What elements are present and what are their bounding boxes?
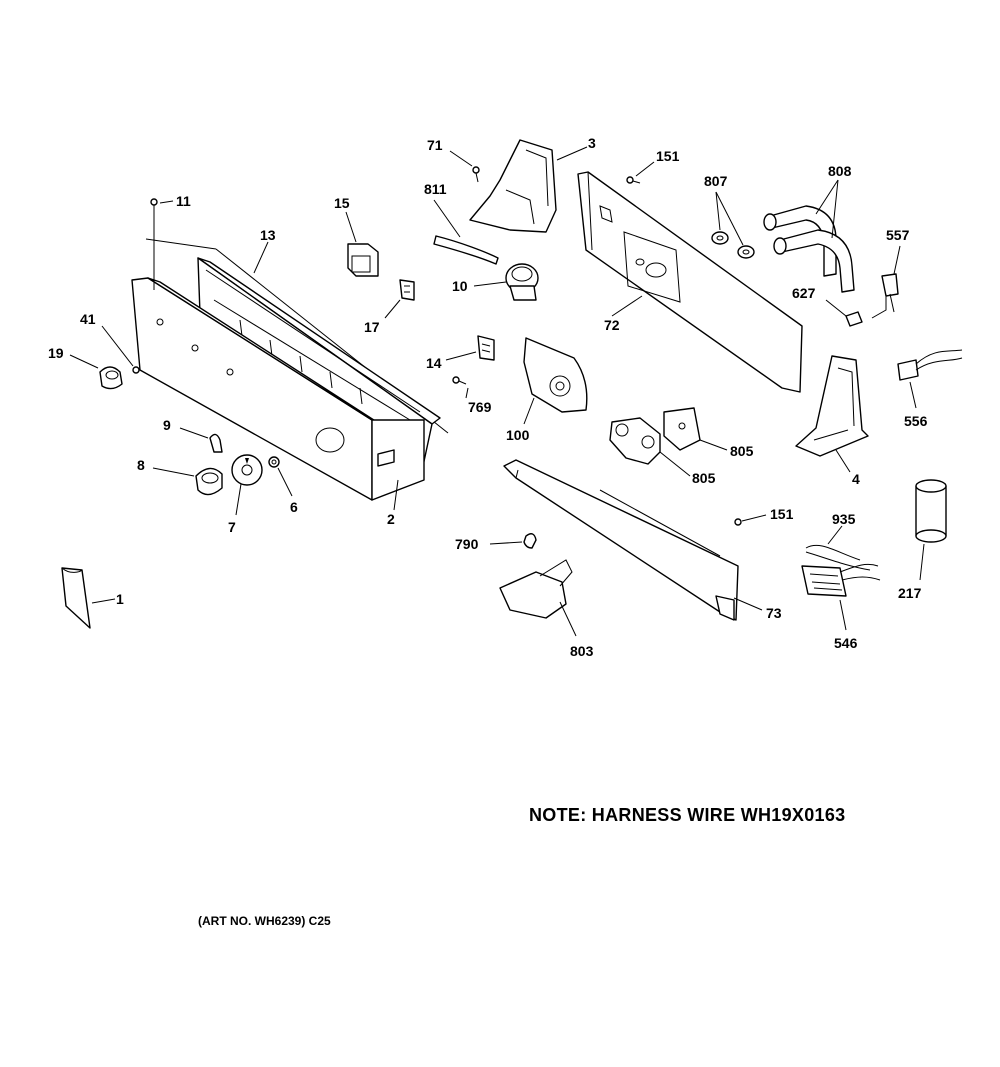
part-803-housing <box>499 559 577 637</box>
callout-6: 6 <box>290 499 298 515</box>
part-72-backsplash <box>577 171 803 393</box>
part-19-knob <box>69 354 123 390</box>
callout-10: 10 <box>452 278 468 294</box>
part-769-screw <box>452 376 469 399</box>
part-807-washers <box>711 191 755 259</box>
callout-1: 1 <box>116 591 124 607</box>
callout-2: 2 <box>387 511 395 527</box>
callout-217: 217 <box>898 585 922 601</box>
callout-17: 17 <box>364 319 380 335</box>
callout-71: 71 <box>427 137 443 153</box>
part-556-harness <box>897 349 963 409</box>
callout-556: 556 <box>904 413 928 429</box>
callout-9: 9 <box>163 417 171 433</box>
harness-note: NOTE: HARNESS WIRE WH19X0163 <box>529 805 846 825</box>
part-11-screw <box>150 198 174 290</box>
part-217-capacitor <box>915 479 947 581</box>
part-805-valve-bracket <box>663 407 728 451</box>
part-15-switch <box>345 211 379 277</box>
part-73-base-rail <box>503 459 763 621</box>
part-1-literature <box>61 567 116 629</box>
part-7-dial <box>231 454 263 516</box>
part-3-end-cap <box>469 139 588 233</box>
callout-8: 8 <box>137 457 145 473</box>
part-41-clip <box>101 325 140 374</box>
callout-11: 11 <box>176 193 191 209</box>
part-17-bracket <box>384 279 415 319</box>
callout-807: 807 <box>704 173 728 189</box>
part-811-hose <box>433 199 499 265</box>
part-808-fill-hoses <box>763 179 855 293</box>
part-14-bracket <box>445 335 495 361</box>
callout-19: 19 <box>48 345 64 361</box>
part-627-grommet <box>825 299 863 327</box>
callout-15: 15 <box>334 195 350 211</box>
art-number: (ART NO. WH6239) C25 <box>198 914 331 928</box>
callout-100: 100 <box>506 427 530 443</box>
callout-803: 803 <box>570 643 594 659</box>
part-9-clip <box>179 427 223 453</box>
callout-151b: 151 <box>770 506 794 522</box>
callout-546: 546 <box>834 635 858 651</box>
callout-790: 790 <box>455 536 479 552</box>
part-790-clip <box>489 533 537 549</box>
part-805-water-valve <box>609 417 691 477</box>
callout-805a: 805 <box>730 443 754 459</box>
part-6-nut <box>268 456 293 497</box>
callout-811: 811 <box>424 181 447 197</box>
callout-72: 72 <box>604 317 620 333</box>
callout-73: 73 <box>766 605 782 621</box>
callout-627: 627 <box>792 285 816 301</box>
part-151-screw-b <box>734 514 767 526</box>
part-546-terminal-block <box>801 563 881 631</box>
callout-808: 808 <box>828 163 852 179</box>
callout-7: 7 <box>228 519 236 535</box>
callout-935: 935 <box>832 511 856 527</box>
callout-4: 4 <box>852 471 860 487</box>
part-71-screw <box>449 150 480 183</box>
callout-557: 557 <box>886 227 910 243</box>
callout-769: 769 <box>468 399 492 415</box>
part-557-connector <box>871 245 901 319</box>
part-100-timer <box>523 337 588 425</box>
callout-14: 14 <box>426 355 442 371</box>
part-2-control-panel <box>131 277 425 511</box>
callout-13: 13 <box>260 227 276 243</box>
part-935-harness <box>805 525 871 571</box>
callout-805b: 805 <box>692 470 716 486</box>
callout-3: 3 <box>588 135 596 151</box>
part-10-pressure-switch <box>473 263 539 301</box>
callout-151a: 151 <box>656 148 680 164</box>
callout-41: 41 <box>80 311 96 327</box>
part-151-screw-a <box>626 161 655 184</box>
part-8-knob <box>152 467 223 496</box>
part-4-end-cap <box>795 355 869 473</box>
